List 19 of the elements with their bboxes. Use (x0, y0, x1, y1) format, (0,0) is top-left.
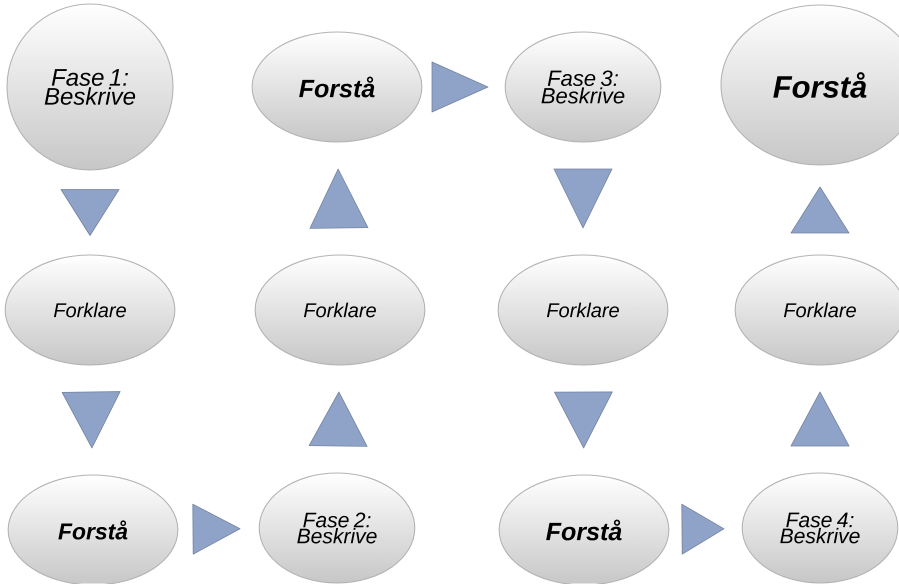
ellipse-node: Fase 4: Beskrive (742, 472, 898, 584)
ellipse-node: Forklare (4, 254, 176, 366)
triangle-arrow (310, 168, 368, 229)
triangle-arrow (681, 504, 724, 555)
triangle-arrow (554, 168, 612, 228)
triangle-arrow (60, 189, 120, 236)
ellipse-node: Forklare (498, 254, 668, 366)
triangle-arrow (790, 186, 850, 234)
ellipse-node: Fase 3: Beskrive (504, 31, 662, 143)
ellipse-node: Fase 1: Beskrive (6, 3, 174, 171)
triangle-arrow (790, 392, 850, 446)
ellipse-node: Fase 2: Beskrive (258, 472, 416, 584)
triangle-arrow (308, 392, 368, 447)
triangle-arrow (554, 391, 613, 448)
triangle-arrow (62, 391, 121, 448)
ellipse-node: Forstå (252, 31, 422, 143)
ellipse-node: Forklare (254, 254, 426, 366)
triangle-arrow (192, 504, 240, 555)
triangle-arrow (432, 62, 488, 112)
